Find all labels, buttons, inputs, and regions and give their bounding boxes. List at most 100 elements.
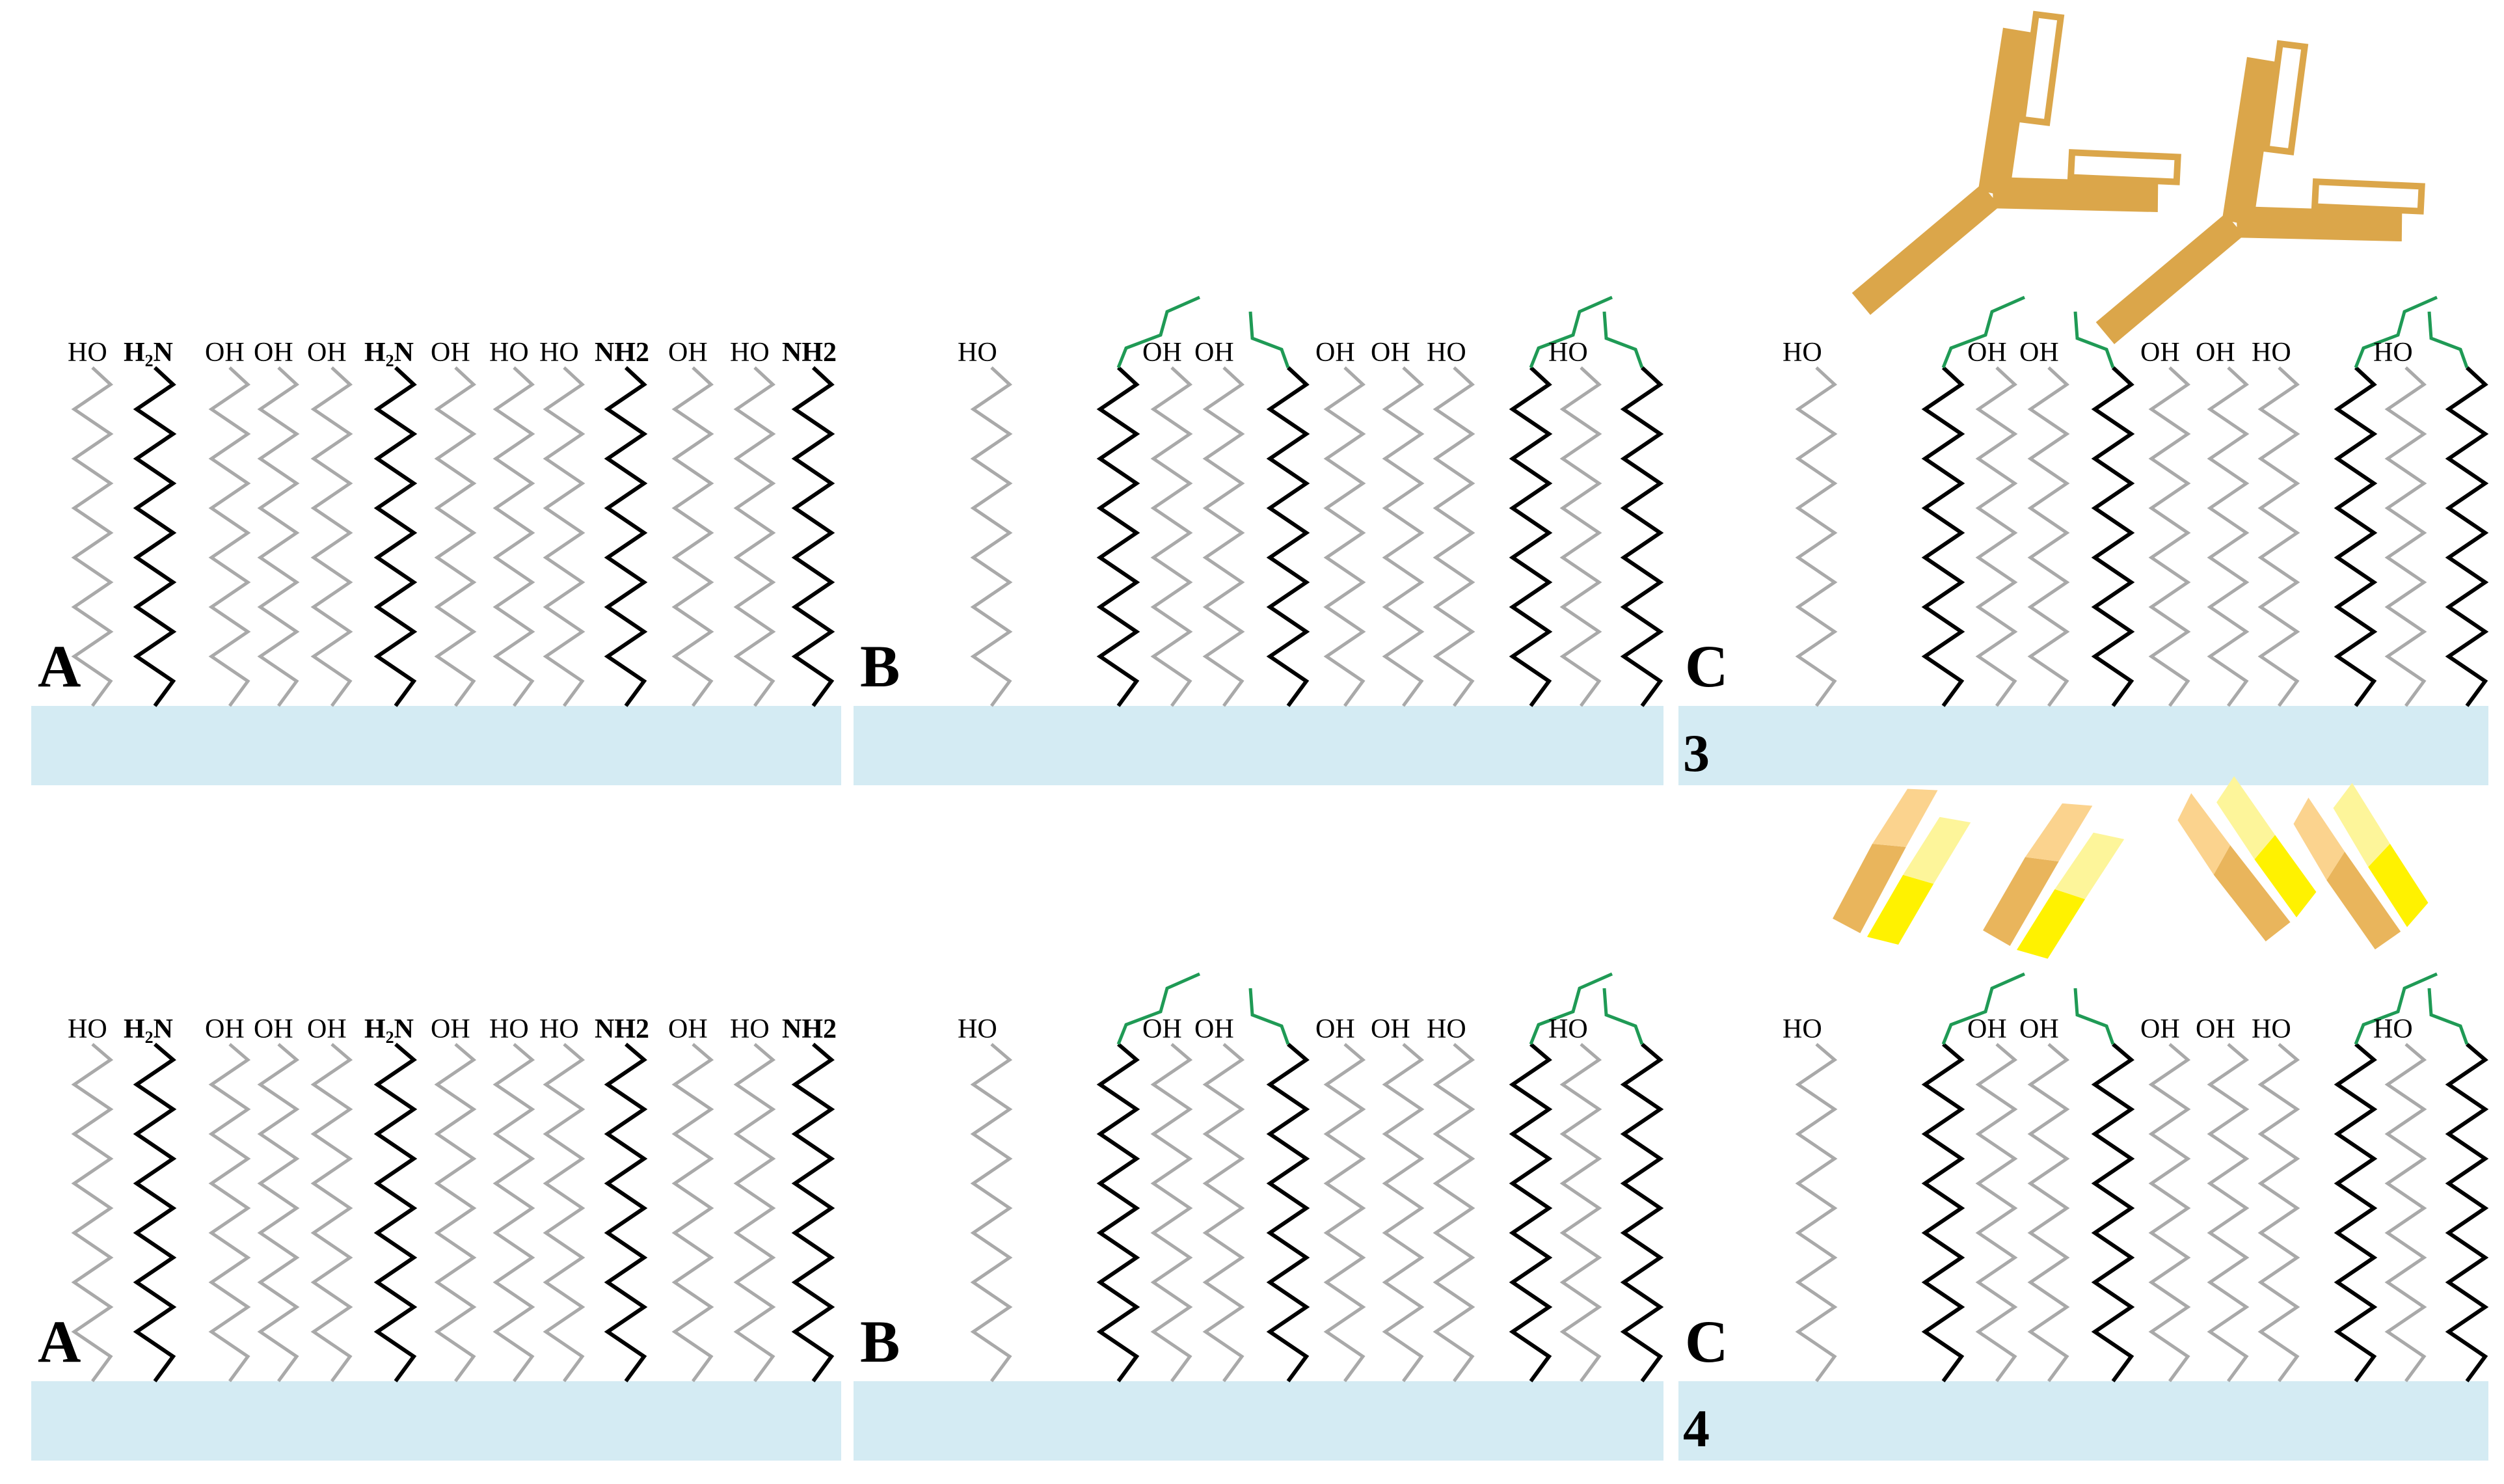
hydroxyl-group-label: OH <box>668 338 708 368</box>
substrate-1-0 <box>31 1381 841 1461</box>
activated-chain <box>1921 366 1965 707</box>
hydroxyl-chain <box>543 1043 586 1383</box>
hydroxyl-chain <box>2027 366 2070 707</box>
amine-chain <box>791 366 835 707</box>
crosslinker <box>1116 295 1201 368</box>
hydroxyl-group-label: HO <box>730 1014 770 1044</box>
antibody-fragment-icon <box>1983 803 2125 959</box>
chains <box>71 366 2489 1383</box>
fragment-light-upper <box>1903 816 1971 884</box>
hydroxyl-chain <box>434 1043 477 1383</box>
antibody-fragment-icon <box>1833 789 1971 945</box>
hydroxyl-chain <box>1433 366 1475 707</box>
fragment-heavy-upper <box>2025 803 2093 862</box>
hydroxyl-group-label: HO <box>730 338 770 368</box>
hydroxyl-chain <box>970 366 1013 707</box>
fragment-light-lower <box>1867 874 1934 945</box>
hydroxyl-group-label: HO <box>1548 1014 1588 1044</box>
hydroxyl-chain <box>208 366 251 707</box>
fragment-heavy-lower <box>1833 844 1906 934</box>
hydroxyl-group-label: HO <box>489 1014 529 1044</box>
hydroxyl-group-label: HO <box>489 338 529 368</box>
panel-letter-a: A <box>38 1308 81 1375</box>
fragment-light-lower <box>2368 843 2429 927</box>
hydroxyl-group-label: OH <box>2140 338 2180 368</box>
amine-chain <box>791 1042 835 1383</box>
activated-chain <box>1620 1042 1664 1383</box>
activated-chain <box>2091 1042 2135 1383</box>
hydroxyl-group-label: HO <box>68 338 107 368</box>
amine-chain <box>373 1042 418 1383</box>
hydroxyl-chain <box>1975 366 2018 707</box>
hydroxyl-group-label: HO <box>1427 1014 1466 1044</box>
hydroxyl-group-label: HO <box>1427 338 1466 368</box>
hydroxyl-chain <box>71 366 114 707</box>
hydroxyl-chain <box>2148 1043 2191 1383</box>
hydroxyl-chain <box>1559 366 1602 707</box>
hydroxyl-chain <box>1975 1043 2018 1383</box>
amine-chain <box>373 366 418 707</box>
crosslinker <box>1602 988 1644 1045</box>
crosslinker <box>2354 295 2438 368</box>
hydroxyl-chain <box>310 1043 353 1383</box>
activated-chain <box>1096 366 1140 707</box>
hydroxyl-chain <box>257 366 300 707</box>
hydroxyl-chain <box>543 366 586 707</box>
activated-chain <box>1620 366 1664 707</box>
crosslinker <box>2427 311 2469 368</box>
crosslinker <box>1529 972 1613 1045</box>
panel-letter-c: C <box>1685 633 1728 699</box>
hydroxyl-group-label: OH <box>1142 1014 1182 1044</box>
panel-letter-a: A <box>38 633 81 699</box>
amine-group-label: H2N <box>124 1014 173 1047</box>
hydroxyl-group-label: OH <box>2019 1014 2059 1044</box>
crosslinker <box>2427 988 2469 1045</box>
crosslinker <box>1248 311 1290 368</box>
fragment-heavy-upper <box>2177 793 2231 875</box>
hydroxyl-group-label: OH <box>254 338 293 368</box>
hydroxyl-group-label: HO <box>2373 1014 2413 1044</box>
activated-chain <box>1266 1042 1310 1383</box>
amine-group-label: H2N <box>364 1014 414 1047</box>
hydroxyl-chain <box>1795 366 1838 707</box>
amine-chain <box>133 366 177 707</box>
antibody-arm-left <box>1978 27 2033 197</box>
hydroxyl-group-label: HO <box>2252 1014 2291 1044</box>
activated-chain <box>1921 1042 1965 1383</box>
hydroxyl-chain <box>2207 366 2250 707</box>
antibody-arm-right <box>2236 206 2403 242</box>
hydroxyl-chain <box>1559 1043 1602 1383</box>
hydroxyl-group-label: OH <box>307 1014 347 1044</box>
fragment-heavy-lower <box>2326 852 2401 950</box>
hydroxyl-group-label: OH <box>307 338 347 368</box>
amine-group-label: H2N <box>124 338 173 370</box>
activated-chain <box>2445 1042 2489 1383</box>
substrate-1-1 <box>854 1381 1663 1461</box>
activated-chain <box>2091 366 2135 707</box>
hydroxyl-chain <box>2027 1043 2070 1383</box>
activated-chain <box>1509 366 1553 707</box>
crosslinker <box>2073 988 2115 1045</box>
hydroxyl-chain <box>1795 1043 1838 1383</box>
hydroxyl-chain <box>2257 1043 2300 1383</box>
amine-group-label: NH2 <box>782 1014 837 1044</box>
activated-chain <box>2445 366 2489 707</box>
crosslinker <box>1248 988 1290 1045</box>
hydroxyl-group-label: OH <box>1967 1014 2007 1044</box>
hydroxyl-chain <box>2148 366 2191 707</box>
hydroxyl-chain <box>71 1043 114 1383</box>
linkers <box>1116 295 2469 1045</box>
fragment-heavy-lower <box>2213 845 2291 941</box>
antibody-light-left <box>2018 10 2065 126</box>
hydroxyl-group-label: OH <box>205 338 245 368</box>
hydroxyl-chain <box>2257 366 2300 707</box>
hydroxyl-chain <box>970 1043 1013 1383</box>
crosslinker <box>1116 972 1201 1045</box>
amine-chain <box>604 1042 648 1383</box>
antibody-fragment-icon <box>2177 776 2317 941</box>
hydroxyl-group-label: HO <box>2252 338 2291 368</box>
row-number: 3 <box>1683 723 1710 783</box>
antibody-light-left <box>2262 40 2309 155</box>
hydroxyl-chain <box>1323 1043 1366 1383</box>
